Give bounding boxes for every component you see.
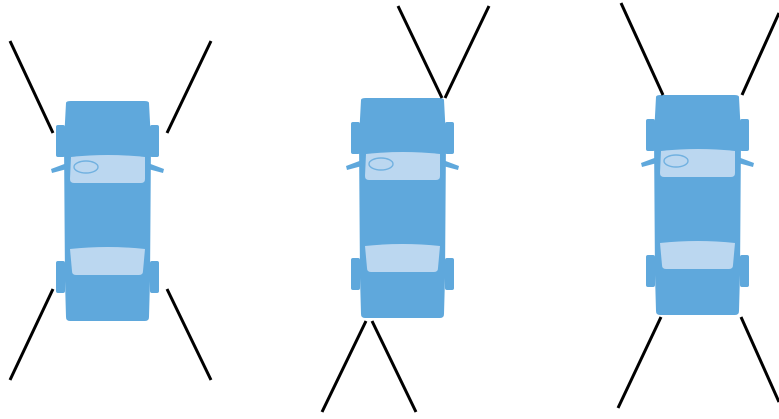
- rear-left-wheel: [351, 258, 360, 290]
- car-1-guide-line-1: [8, 40, 55, 134]
- car-2: [346, 98, 459, 318]
- car-1-guide-line-3: [8, 288, 55, 381]
- car-3-guide-line-1: [619, 2, 665, 96]
- rear-right-wheel: [150, 261, 159, 293]
- front-right-wheel: [740, 119, 749, 151]
- windshield-sticker: [368, 157, 394, 171]
- car-2-guide-line-3: [320, 320, 368, 413]
- front-windshield: [660, 149, 735, 177]
- car-body: [359, 98, 446, 318]
- rear-right-wheel: [740, 255, 749, 287]
- car-3: [641, 95, 754, 315]
- front-left-wheel: [56, 125, 65, 157]
- car-2-guide-line-1: [396, 5, 444, 99]
- left-mirror: [51, 163, 67, 173]
- left-mirror: [346, 160, 362, 170]
- rear-window: [365, 244, 440, 272]
- front-right-wheel: [150, 125, 159, 157]
- rear-left-wheel: [646, 255, 655, 287]
- right-mirror: [738, 157, 754, 167]
- windshield-sticker: [73, 160, 99, 174]
- car-3-guide-line-2: [740, 12, 779, 96]
- car-2-guide-line-2: [443, 5, 491, 99]
- car-3-guide-line-3: [616, 316, 663, 409]
- rear-window: [70, 247, 145, 275]
- car-1: [51, 101, 164, 321]
- right-mirror: [148, 163, 164, 173]
- car-1-guide-line-4: [165, 288, 213, 381]
- front-left-wheel: [646, 119, 655, 151]
- car-1-guide-line-2: [165, 40, 213, 134]
- right-mirror: [443, 160, 459, 170]
- front-right-wheel: [445, 122, 454, 154]
- car-body: [654, 95, 741, 315]
- car-3-guide-line-4: [739, 316, 779, 403]
- windshield-sticker: [663, 154, 689, 168]
- front-windshield: [70, 155, 145, 183]
- rear-right-wheel: [445, 258, 454, 290]
- car-body: [64, 101, 151, 321]
- front-left-wheel: [351, 122, 360, 154]
- car-2-guide-line-4: [370, 320, 418, 413]
- rear-left-wheel: [56, 261, 65, 293]
- left-mirror: [641, 157, 657, 167]
- rear-window: [660, 241, 735, 269]
- front-windshield: [365, 152, 440, 180]
